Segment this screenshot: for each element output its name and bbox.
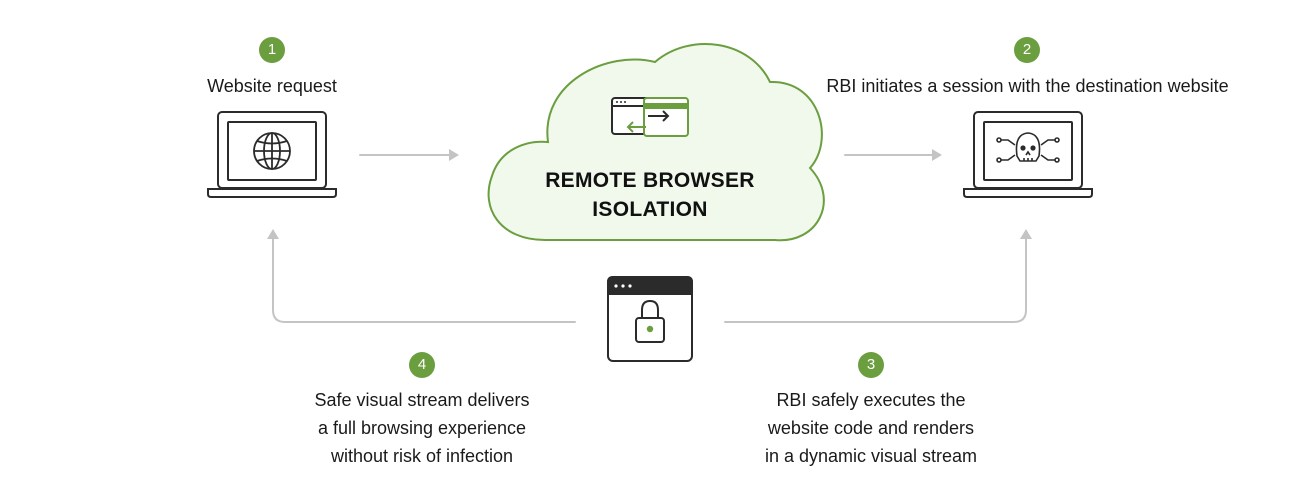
step-4-label: Safe visual stream delivers a full brows… bbox=[276, 386, 568, 470]
step-1-badge: 1 bbox=[259, 37, 285, 63]
destination-website-laptop bbox=[963, 111, 1093, 198]
step-3-line-1: RBI safely executes the bbox=[776, 390, 966, 410]
step-3-line-3: in a dynamic visual stream bbox=[764, 446, 978, 466]
cloud-shape bbox=[487, 43, 825, 242]
step-4-line-2: a full browsing experience bbox=[317, 418, 527, 438]
step-4-line-1: Safe visual stream delivers bbox=[314, 390, 530, 410]
step-4-badge: 4 bbox=[409, 352, 435, 378]
cloud-remote-browser-isolation bbox=[487, 43, 825, 242]
browser-swap-icon bbox=[611, 97, 689, 137]
step-4-line-3: without risk of infection bbox=[330, 446, 514, 466]
globe-icon bbox=[253, 132, 291, 170]
arrow-laptop-to-cloud bbox=[359, 149, 459, 161]
flow-arrows bbox=[267, 149, 1032, 323]
step-2-line-1: RBI initiates a session with the destina… bbox=[826, 76, 1229, 96]
step-2-badge: 2 bbox=[1014, 37, 1040, 63]
skull-crossbones-icon bbox=[996, 132, 1060, 163]
cloud-title: REMOTE BROWSER ISOLATION bbox=[530, 166, 770, 224]
step-1-line-1: Website request bbox=[207, 76, 337, 96]
step-3-badge: 3 bbox=[858, 352, 884, 378]
user-laptop bbox=[207, 111, 337, 198]
step-1-label: Website request bbox=[172, 72, 372, 100]
arrow-cloud-to-website bbox=[844, 149, 942, 161]
step-2-label: RBI initiates a session with the destina… bbox=[780, 72, 1275, 100]
step-3-label: RBI safely executes the website code and… bbox=[725, 386, 1017, 470]
cloud-title-line-1: REMOTE BROWSER bbox=[545, 169, 755, 192]
secure-visual-stream-window bbox=[607, 276, 693, 362]
lock-icon bbox=[635, 299, 665, 343]
cloud-title-line-2: ISOLATION bbox=[592, 198, 708, 221]
arrow-stream-to-user bbox=[267, 229, 576, 323]
step-3-line-2: website code and renders bbox=[767, 418, 975, 438]
arrow-website-to-stream bbox=[724, 229, 1032, 323]
